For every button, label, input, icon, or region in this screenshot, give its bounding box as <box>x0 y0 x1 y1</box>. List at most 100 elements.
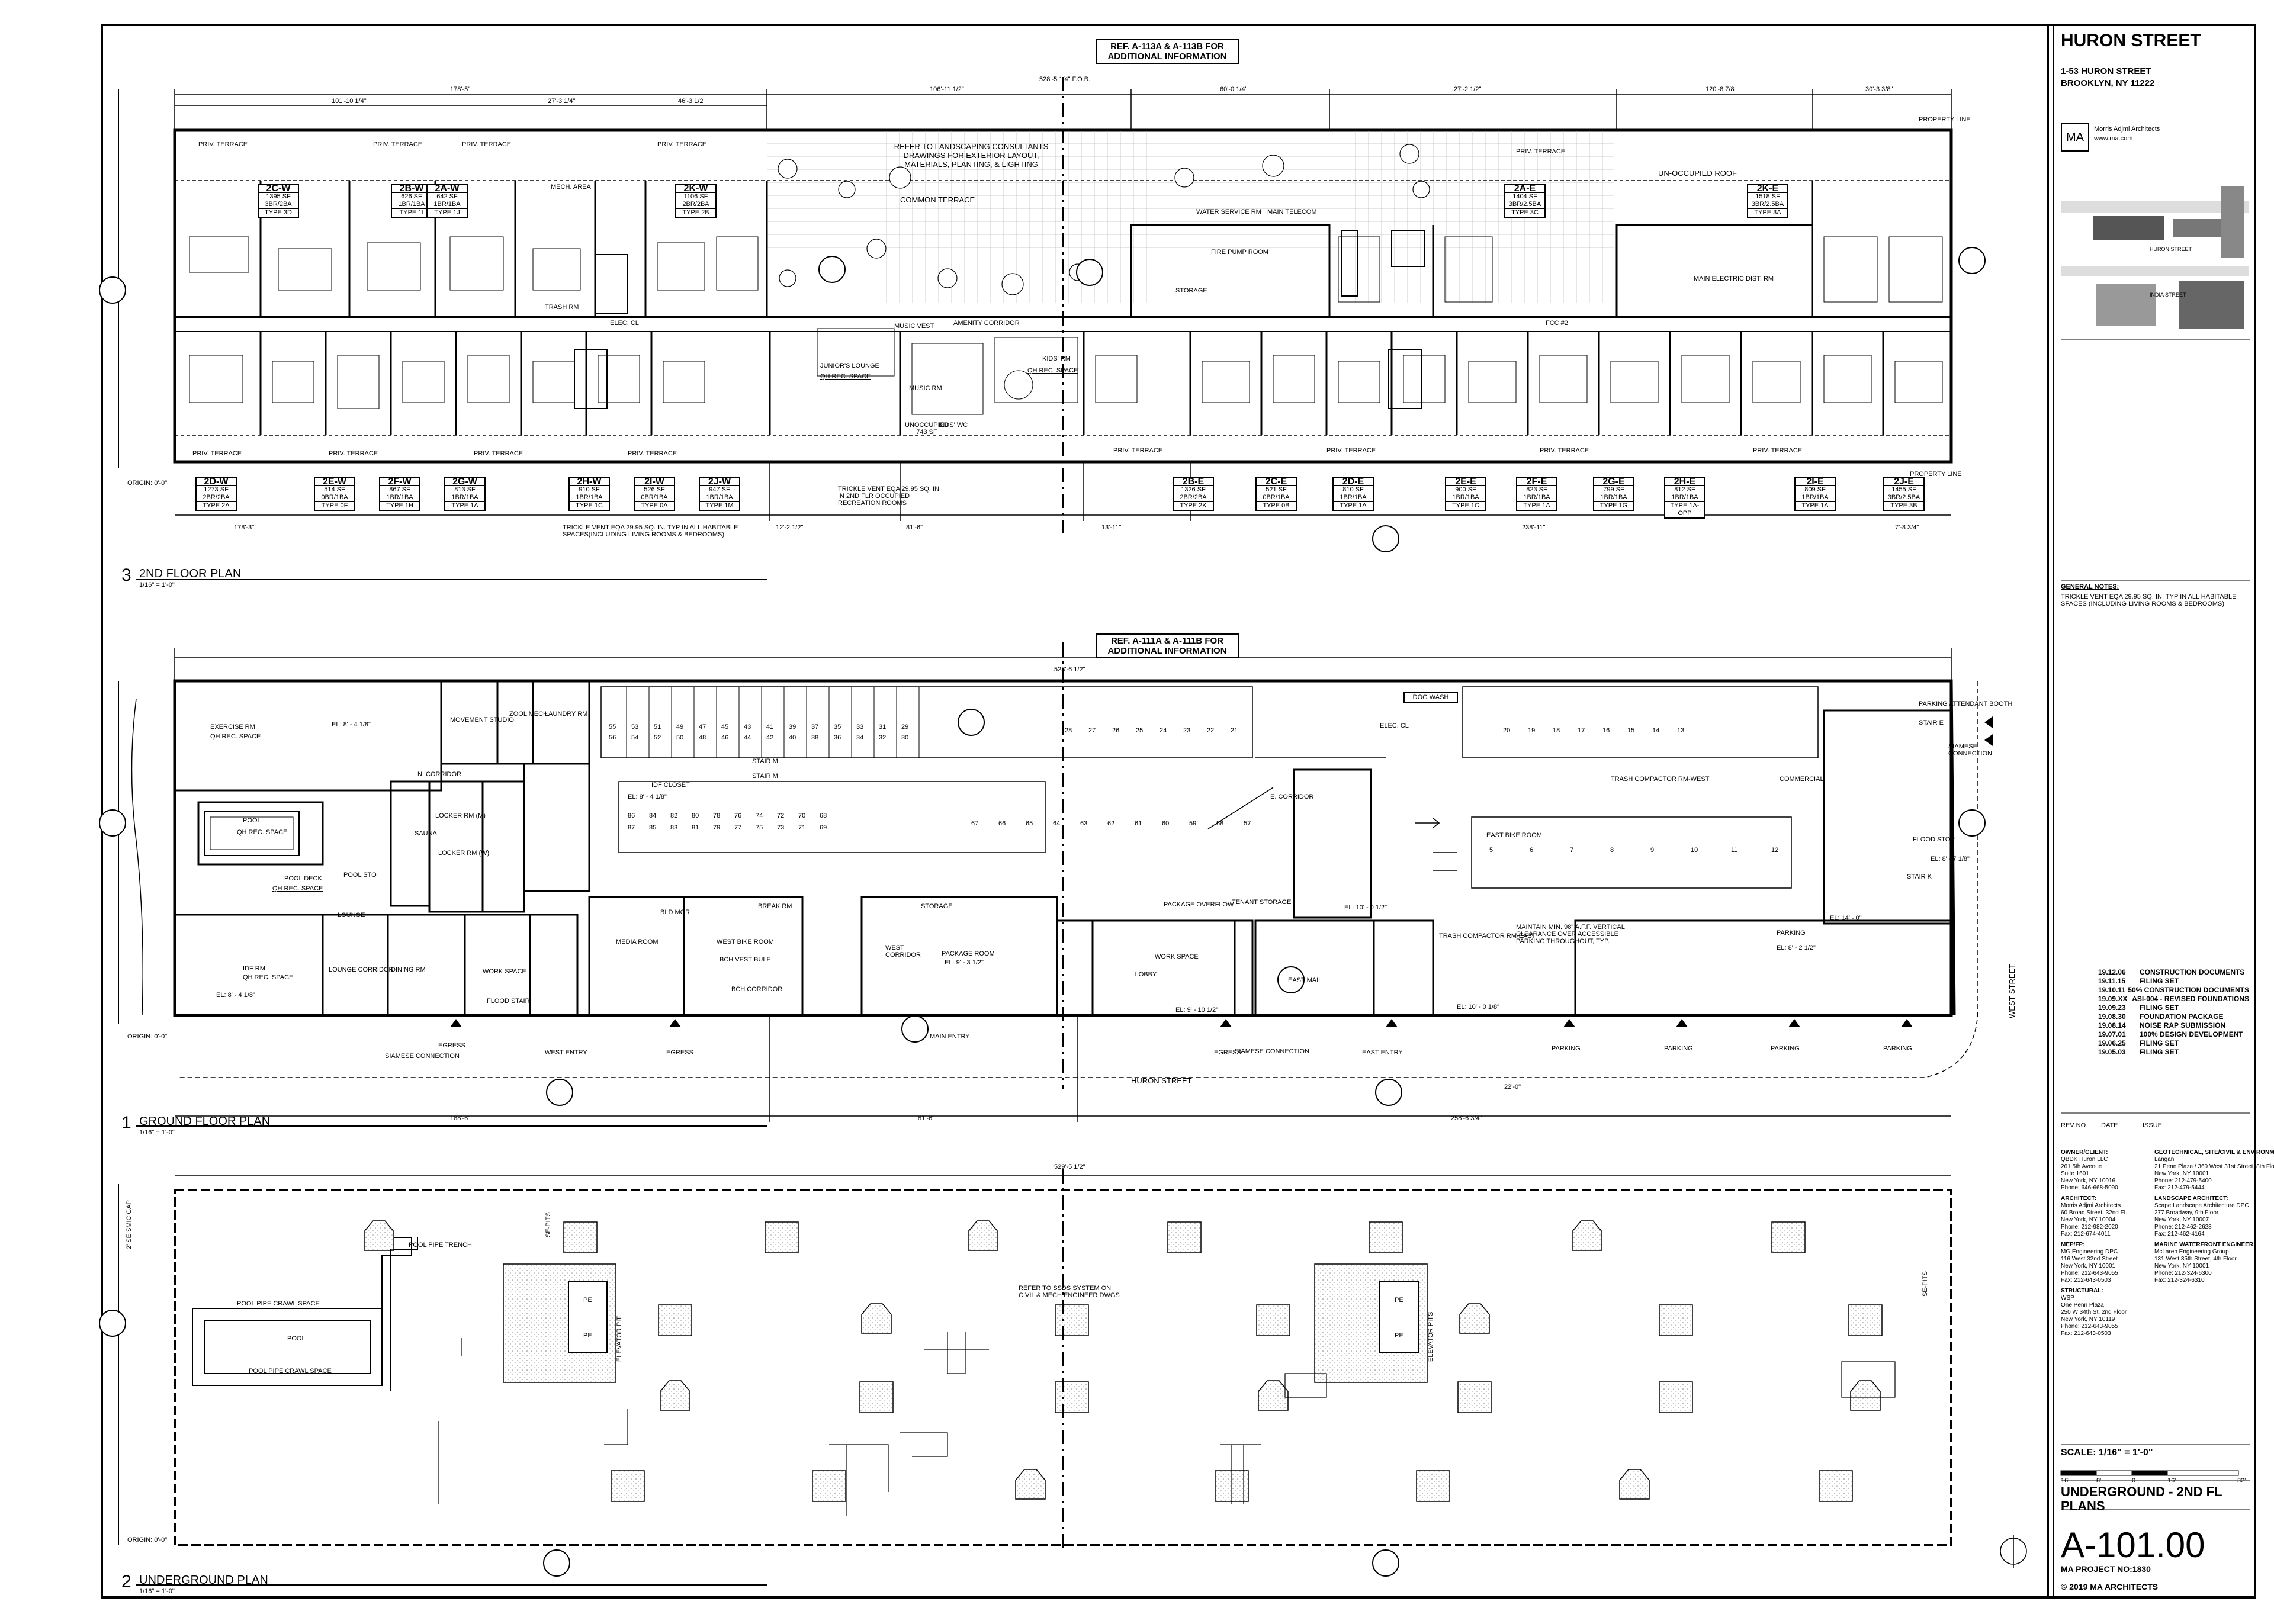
stall-number: 47 <box>699 723 706 731</box>
key-map: HURON STREET INDIA STREET <box>2061 178 2249 332</box>
gf-west-entry: WEST ENTRY <box>545 1049 587 1056</box>
gf-commercial-2: PARKING <box>1771 1045 1800 1052</box>
unit-sf: 1106 SF <box>683 193 708 200</box>
consultant-line: Suite 1601 <box>2061 1170 2089 1177</box>
unit-id: 2C-E <box>1257 477 1296 487</box>
consultant-line: Scape Landscape Architecture DPC <box>2154 1202 2249 1209</box>
unit-type: TYPE 1J <box>428 208 467 217</box>
dim-top-2: 60'-0 1/4" <box>1220 86 1248 93</box>
consultant-line: New York, NY 10007 <box>2154 1217 2209 1223</box>
ug-elev-pits: ELEVATOR PITS <box>1427 1311 1434 1362</box>
consultant-line: 21 Penn Plaza / 360 West 31st Street, 8t… <box>2154 1163 2274 1170</box>
unit-br: 0BR/1BA <box>641 494 668 501</box>
stall-number: 15 <box>1627 727 1635 734</box>
stall-number: 33 <box>856 723 864 731</box>
unit-br: 1BR/1BA <box>1523 494 1550 501</box>
unit-sf: 910 SF <box>579 486 600 493</box>
unit-type: TYPE 1C <box>570 501 609 510</box>
unit-br: 2BR/2BA <box>203 494 230 501</box>
overall-dim-ground: 528'-6 1/2" <box>1054 666 1085 673</box>
trickle-vent-rec-note: TRICKLE VENT EQA 29.95 SQ. IN. IN 2ND FL… <box>838 485 942 507</box>
stall-number: 36 <box>834 734 841 741</box>
unit-id: 2E-W <box>315 477 354 487</box>
pile-cap <box>1015 1469 1046 1500</box>
room-priv-terrace-3: PRIV. TERRACE <box>462 141 512 148</box>
unit-type: TYPE 1M <box>700 501 739 510</box>
gf-egress-1: EGRESS <box>666 1049 693 1056</box>
stall-number: 66 <box>998 820 1006 827</box>
unit-id: 2B-W <box>392 184 431 194</box>
pile-cap <box>859 1381 894 1413</box>
gf-main-entry: MAIN ENTRY <box>930 1033 970 1040</box>
stall-number: 38 <box>811 734 819 741</box>
gf-primary-fcc: WEST CORRIDOR <box>885 944 921 959</box>
revision-date: 19.10.11 <box>2098 986 2126 994</box>
room-priv-terrace-b5: PRIV. TERRACE <box>1113 447 1163 454</box>
unit-id: 2A-E <box>1505 184 1544 194</box>
gf-locker-m: LOCKER RM (M) <box>435 812 486 819</box>
sheet-number: A-101.00 <box>2061 1525 2205 1565</box>
unit-type: TYPE 1A <box>445 501 484 510</box>
gf-locker-w: LOCKER RM (W) <box>438 850 490 857</box>
stall-number: 28 <box>1065 727 1072 734</box>
section-callouts <box>99 247 1986 1577</box>
unit-br: 1BR/1BA <box>1600 494 1627 501</box>
gf-trash-east: EAST BIKE ROOM <box>1486 832 1542 839</box>
stall-number: 60 <box>1162 820 1170 827</box>
stall-number: 42 <box>766 734 774 741</box>
stall-number: 86 <box>628 812 635 819</box>
unit-id: 2K-W <box>676 184 715 194</box>
stall-number: 49 <box>676 723 684 731</box>
unit-type: TYPE 0F <box>315 501 354 510</box>
consultant-line: 131 West 35th Street, 4th Floor <box>2154 1256 2237 1262</box>
stall-number: 46 <box>721 734 729 741</box>
dim-bottom-5: 7'-8 3/4" <box>1895 524 1919 531</box>
stall-number: 74 <box>756 812 763 819</box>
dim-top2-0: 101'-10 1/4" <box>332 98 367 105</box>
consultant-line: New York, NY 10119 <box>2061 1316 2115 1323</box>
dim-bottom-3: 13'-11" <box>1101 524 1122 531</box>
stall-number: 79 <box>713 824 721 831</box>
stall-number: 27 <box>1088 727 1096 734</box>
unit-br: 1BR/1BA <box>451 494 478 501</box>
revision-date: 19.05.03 <box>2098 1048 2126 1056</box>
unit-type: TYPE 2K <box>1174 501 1213 510</box>
unit-sf: 947 SF <box>709 486 730 493</box>
room-priv-terrace-5: PRIV. TERRACE <box>1516 148 1566 155</box>
unit-type: TYPE 3D <box>259 208 298 217</box>
gf-trash-west: IDF CLOSET <box>651 782 690 789</box>
stall-number: 73 <box>777 824 785 831</box>
ug-pe-3: PE <box>1395 1297 1403 1304</box>
pile-cap <box>1659 1304 1693 1336</box>
consultant-line: Morris Adjmi Architects <box>2061 1202 2121 1209</box>
ug-seismic-gap: 2' SEISMIC GAP <box>126 1200 133 1249</box>
unit-id: 2A-W <box>428 184 467 194</box>
unit-br: 2BR/2BA <box>682 201 709 208</box>
stall-number: 56 <box>609 734 616 741</box>
dim-top-5: 30'-3 3/8" <box>1865 86 1893 93</box>
consultant-line: Phone: 212-643-9055 <box>2061 1323 2118 1330</box>
gf-flood-stor: PARKING ATTENDANT BOOTH <box>1919 700 2013 708</box>
stall-number: 81 <box>692 824 699 831</box>
stall-number: 17 <box>1578 727 1585 734</box>
gf-commercial-3: PARKING <box>1883 1045 1912 1052</box>
stall-number: 29 <box>901 723 909 731</box>
stall-number: 85 <box>649 824 657 831</box>
unit-id: 2J-W <box>700 477 739 487</box>
pile-cap <box>658 1304 692 1336</box>
room-fire-pump: FIRE PUMP ROOM <box>1211 249 1268 256</box>
pile-cap <box>611 1470 645 1502</box>
gf-huron-street: HURON STREET <box>1131 1076 1192 1085</box>
stall-number: 6 <box>1530 847 1534 854</box>
room-juniors-lounge: JUNIOR'S LOUNGE <box>820 362 879 369</box>
consultant-line: MG Engineering DPC <box>2061 1249 2118 1255</box>
stall-number: 87 <box>628 824 635 831</box>
